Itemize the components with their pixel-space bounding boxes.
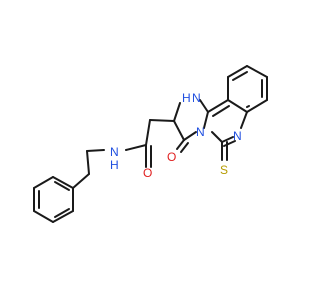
bond-bz5: [246, 99, 268, 113]
bond-ph6: [52, 176, 74, 189]
bond-c5a-n6: [240, 111, 248, 129]
bond-bz3: [246, 65, 268, 78]
bond-n4-c3: [183, 131, 197, 141]
bond-ph3: [33, 210, 54, 223]
atom-n-bridge: N: [196, 125, 205, 139]
bond-n6-c5-b: [223, 140, 236, 147]
atom-o-ring: O: [167, 150, 176, 164]
bond-c9b-c9a: [207, 99, 229, 113]
bond-nh-co: [125, 144, 147, 151]
atom-o-amide: O: [143, 166, 152, 180]
atom-h-ring: H: [182, 91, 191, 105]
bonds: [33, 65, 268, 223]
bond-nh-c9b: [199, 99, 209, 113]
bond-c2-nh: [173, 102, 181, 122]
atom-n-amide: N: [110, 145, 119, 159]
structure-svg: N H O N H N N O S: [33, 65, 268, 223]
bond-c9b-n4: [203, 111, 209, 129]
bond-ph4: [52, 210, 74, 223]
bond-c3-o-a: [176, 139, 185, 150]
bond-bz-inner1: [232, 71, 248, 81]
atom-n-quinazoline: N: [233, 129, 242, 143]
bond-ph-inner3: [54, 181, 70, 191]
bond-c3-o-b: [180, 142, 189, 153]
bond-bz-inner3: [246, 105, 250, 108]
bond-ch2-nh: [86, 149, 105, 152]
bond-c3-c2: [173, 120, 185, 141]
bond-ph-inner2: [54, 208, 70, 218]
atom-n-ring: N: [192, 91, 201, 105]
bond-bz2: [227, 65, 248, 78]
molecule-structure-diagram: N H O N H N N O S: [33, 65, 268, 223]
atom-s-thione: S: [220, 163, 228, 177]
bond-c5-n4: [211, 131, 223, 143]
bond-ch2-ch2: [86, 150, 90, 175]
bond-ph1: [33, 176, 54, 189]
bond-ch2-c2: [149, 119, 175, 122]
bond-c9a-c5a: [227, 99, 248, 113]
atom-labels: N H O N H N N O S: [110, 91, 242, 180]
bond-co-ch2: [145, 119, 151, 146]
bond-ph-ch2: [72, 173, 90, 189]
bond-n6-c5-a: [221, 136, 234, 143]
bond-c9b-c9a-inner: [212, 105, 230, 117]
atom-h-amide: H: [110, 158, 119, 172]
